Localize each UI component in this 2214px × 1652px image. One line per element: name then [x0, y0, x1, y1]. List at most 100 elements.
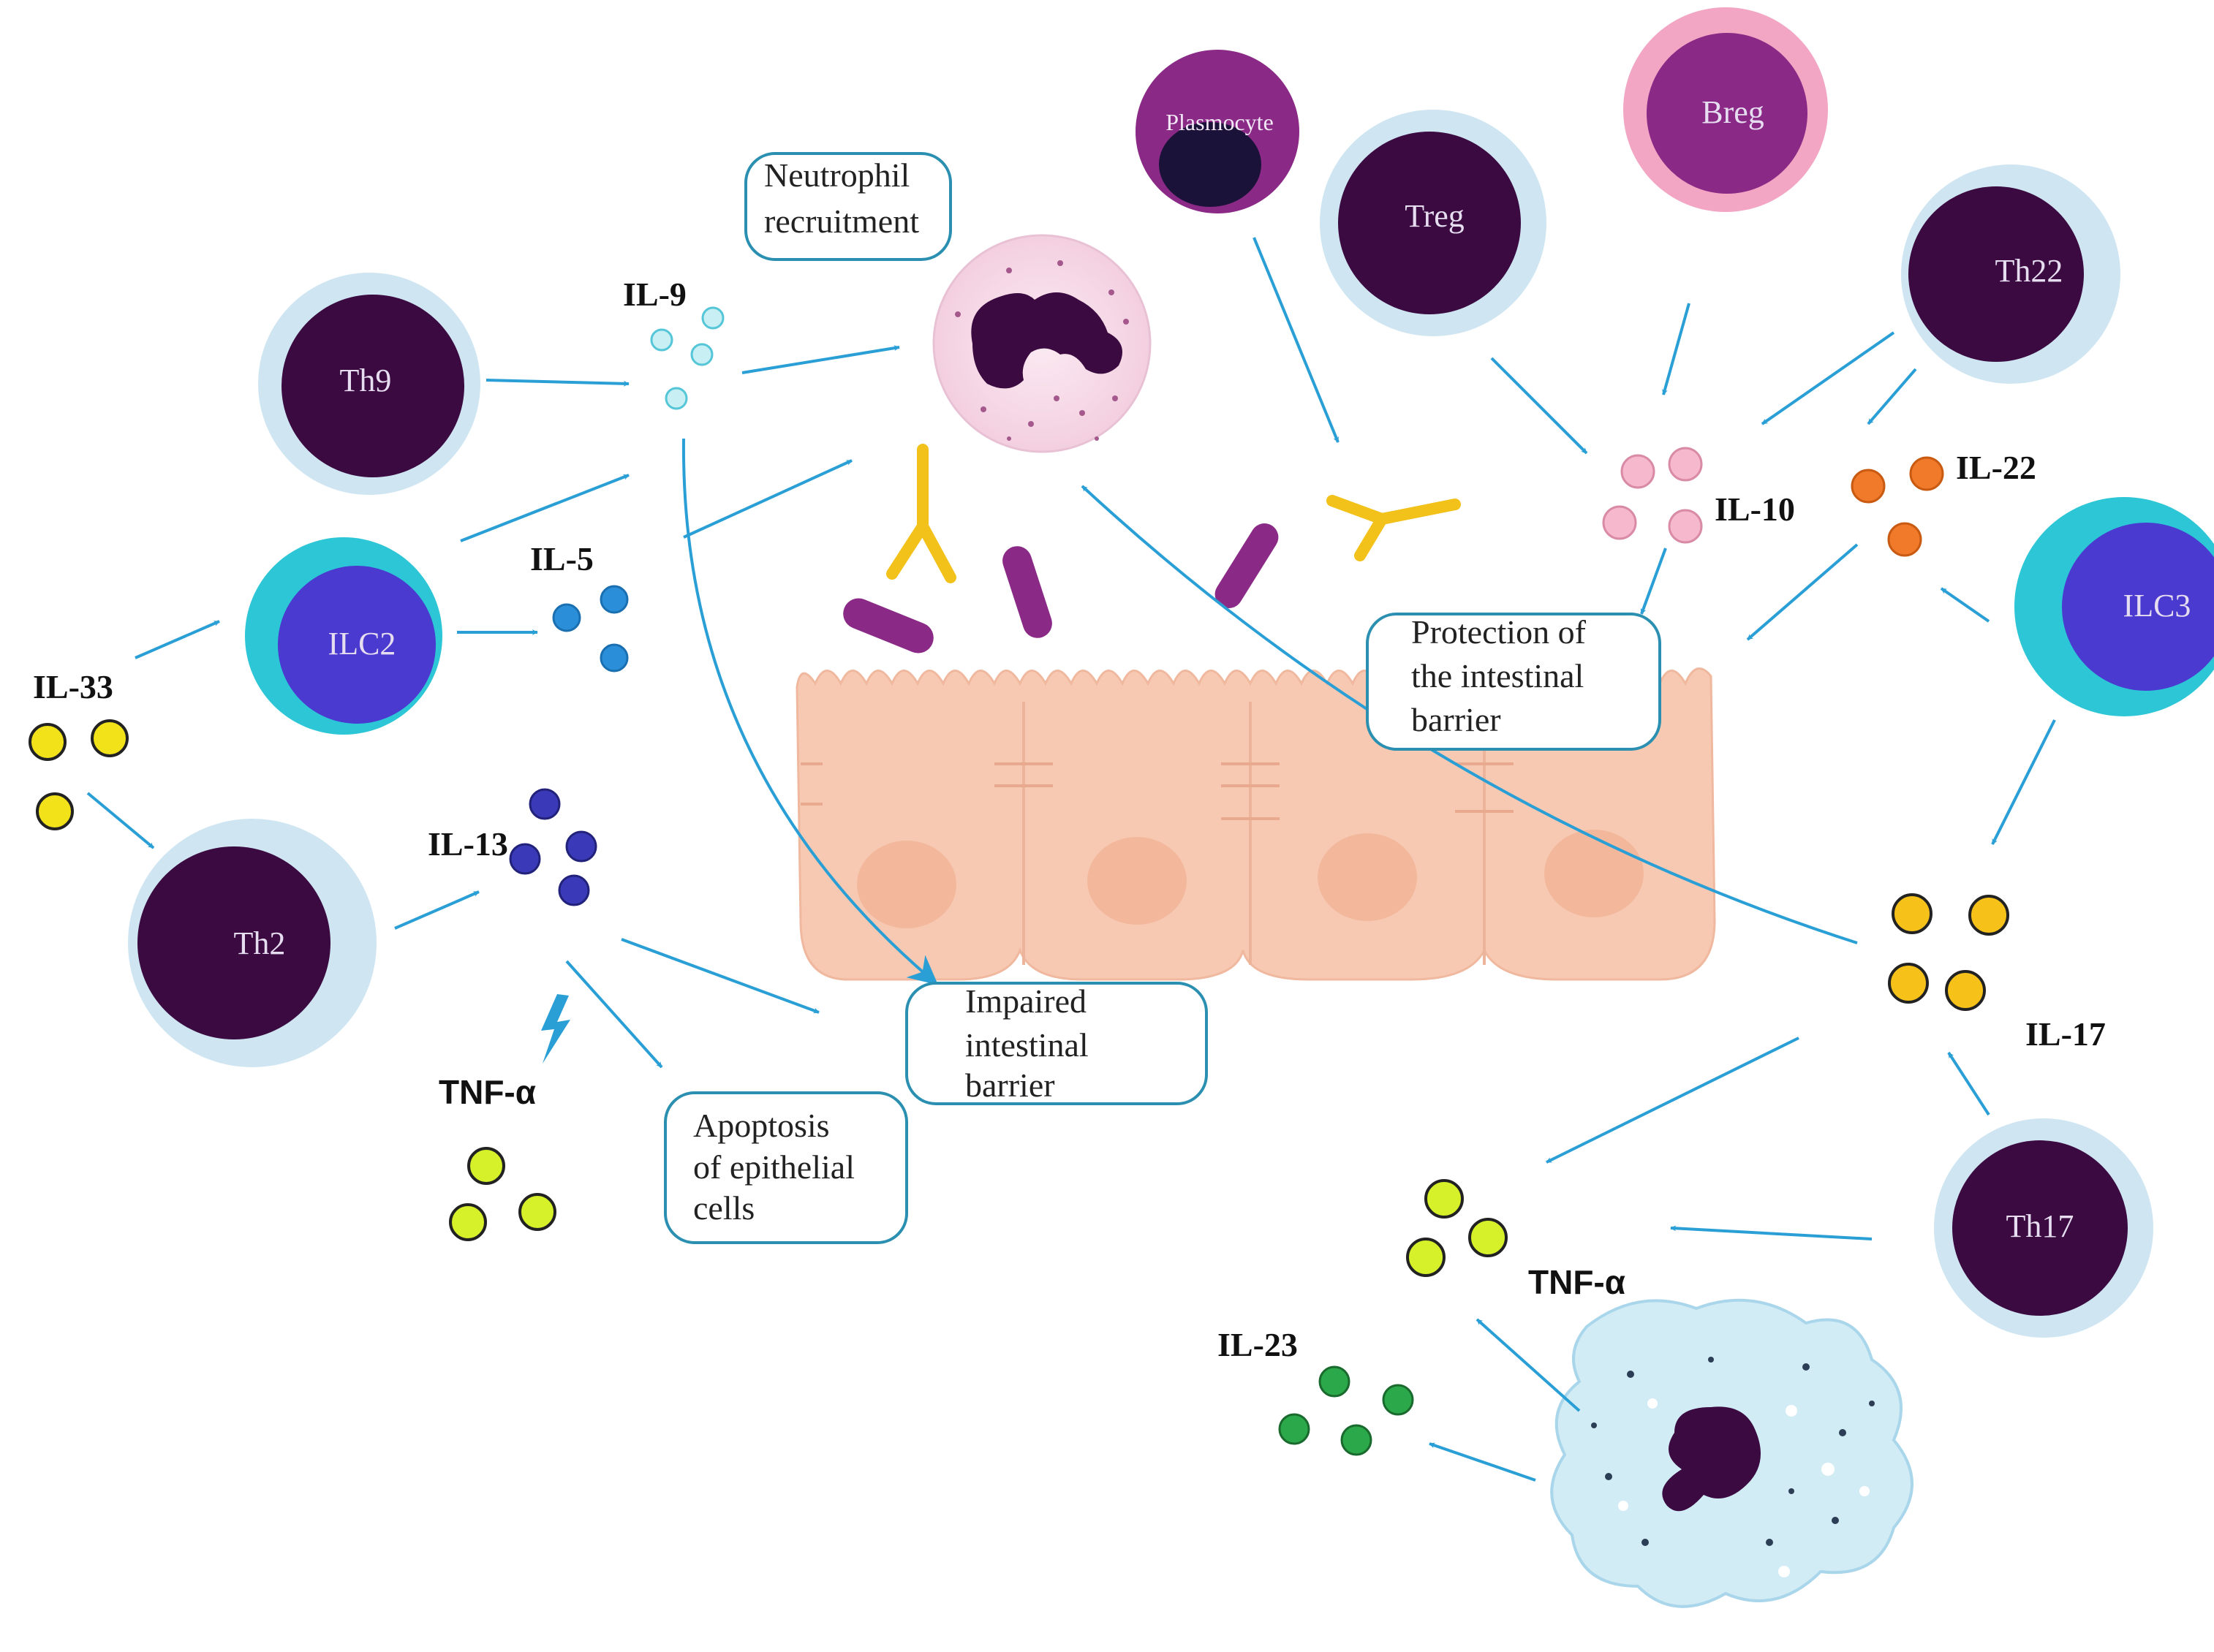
tnf-dot	[1468, 1218, 1508, 1257]
neutrophil-box-line-2: recruitment	[764, 202, 919, 240]
apoptosis-box-line-1: Apoptosis	[693, 1107, 830, 1144]
il13-label: IL-13	[428, 825, 508, 863]
il17-dots	[1888, 893, 2009, 1011]
neutrophil-box-line-1: Neutrophil	[764, 156, 910, 194]
il5-dot	[600, 643, 629, 672]
th9-label: Th9	[340, 363, 392, 398]
il23-dots	[1278, 1365, 1414, 1456]
il13-dot	[565, 830, 597, 863]
neutrophil	[932, 234, 1152, 453]
il9-dots	[650, 306, 725, 410]
th17-cell: Th17	[1934, 1118, 2153, 1338]
antibody-icon	[886, 444, 956, 583]
tnf-dot	[449, 1203, 487, 1241]
th2-label: Th2	[234, 925, 286, 961]
il22-dots	[1851, 456, 1944, 557]
lightning-icon	[541, 994, 570, 1064]
il33-dot	[36, 792, 74, 830]
protection-box-line-3: barrier	[1411, 701, 1501, 738]
th17-label: Th17	[2006, 1208, 2074, 1244]
neutrophil-recruitment-box: Neutrophil recruitment	[744, 152, 952, 261]
il23-label: IL-23	[1217, 1326, 1298, 1363]
plasmocyte-cell: Plasmocyte	[1136, 50, 1299, 213]
treg-label: Treg	[1405, 198, 1465, 234]
macrophage-nucleus	[1662, 1406, 1761, 1512]
il9-dot	[690, 343, 714, 366]
impaired-box-line-1: Impaired	[965, 982, 1087, 1020]
apoptosis-box-line-3: cells	[693, 1189, 755, 1227]
th22-cell: Th22	[1901, 164, 2120, 384]
impaired-barrier-box: Impaired intestinal barrier	[905, 982, 1208, 1105]
il23-dot	[1382, 1384, 1414, 1416]
il10-dot	[1620, 454, 1655, 489]
protection-box: Protection of the intestinal barrier	[1366, 613, 1661, 751]
antibodies	[886, 444, 1461, 583]
il13-dot	[558, 874, 590, 906]
breg-cell: Breg	[1623, 7, 1828, 212]
il9-label: IL-9	[623, 276, 687, 313]
ilc3-cell: ILC3	[2014, 497, 2214, 716]
bacterium	[1002, 546, 1052, 638]
il9-dot	[650, 328, 673, 352]
il9-dot	[665, 387, 688, 410]
neutrophil-nucleus	[971, 292, 1122, 389]
ilc3-label: ILC3	[2123, 588, 2191, 624]
il17-dot	[1968, 895, 2009, 936]
il9-dot	[701, 306, 725, 330]
plasmocyte-label: Plasmocyte	[1165, 109, 1274, 135]
il5-label: IL-5	[530, 540, 594, 577]
il22-dot	[1909, 456, 1944, 491]
tnf-right-dots	[1406, 1179, 1508, 1277]
il22-label: IL-22	[1956, 449, 2036, 486]
il33-dot	[91, 719, 129, 757]
tnf-dot	[467, 1147, 505, 1185]
tnf-dot	[1406, 1238, 1446, 1277]
bacterium	[843, 598, 934, 653]
il33-label: IL-33	[33, 668, 113, 705]
macrophage	[1550, 1298, 1913, 1608]
il10-dot	[1668, 509, 1703, 544]
il33-dots	[29, 719, 129, 830]
il10-dot	[1602, 505, 1637, 540]
il22-dot	[1887, 522, 1922, 557]
il5-dot	[552, 603, 581, 632]
th2-cell: Th2	[128, 819, 377, 1067]
il17-dot	[1945, 970, 1986, 1011]
il10-dot	[1668, 447, 1703, 482]
il23-dot	[1340, 1424, 1372, 1456]
arrows	[86, 237, 2056, 1482]
il33-dot	[29, 723, 67, 761]
breg-label: Breg	[1701, 94, 1764, 130]
ilc2-cell: ILC2	[245, 537, 442, 735]
il13-dot	[509, 843, 541, 875]
il10-dots	[1602, 447, 1703, 544]
impaired-box-line-3: barrier	[965, 1066, 1055, 1104]
th9-cell: Th9	[258, 273, 480, 495]
il17-dot	[1888, 963, 1929, 1004]
il23-dot	[1278, 1413, 1310, 1445]
impaired-box-line-2: intestinal	[965, 1026, 1089, 1064]
protection-box-line-2: the intestinal	[1411, 657, 1584, 694]
tnf-left-label: TNF-α	[439, 1073, 536, 1111]
il13-dots	[509, 788, 597, 906]
il17-dot	[1892, 893, 1932, 934]
il10-label: IL-10	[1715, 490, 1795, 528]
il5-dot	[600, 585, 629, 614]
bacteria	[843, 523, 1279, 653]
antibody-icon	[1326, 495, 1461, 561]
bacterium	[1214, 523, 1279, 609]
il17-label: IL-17	[2025, 1015, 2106, 1053]
tnf-left-dots	[449, 1147, 556, 1241]
tnf-dot	[518, 1193, 556, 1231]
apoptosis-box: Apoptosis of epithelial cells	[664, 1091, 908, 1244]
il13-dot	[529, 788, 561, 820]
il22-dot	[1851, 469, 1886, 504]
apoptosis-box-line-2: of epithelial	[693, 1148, 855, 1186]
tnf-right-label: TNF-α	[1528, 1263, 1625, 1301]
protection-box-line-1: Protection of	[1411, 613, 1587, 651]
tnf-dot	[1424, 1179, 1464, 1219]
th22-label: Th22	[1995, 253, 2063, 289]
il5-dots	[552, 585, 629, 672]
il23-dot	[1318, 1365, 1350, 1398]
